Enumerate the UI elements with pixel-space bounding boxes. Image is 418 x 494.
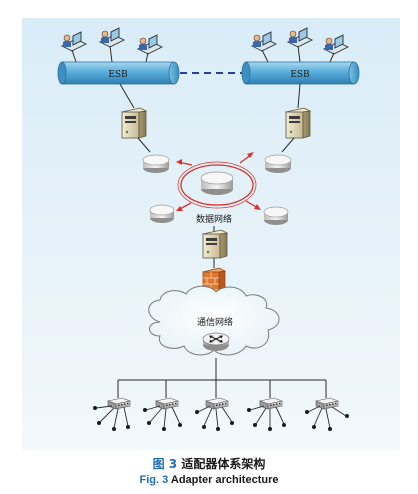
esb-bus-right: ESB: [241, 61, 360, 85]
workstation-icon: [250, 31, 278, 52]
field-device-links: [95, 405, 129, 429]
esb-bus-left: ESB: [57, 61, 180, 85]
server-icon: [120, 107, 148, 139]
field-device-nodes: [195, 410, 234, 431]
workstation-icon: [98, 27, 126, 48]
switch-icon: [314, 397, 340, 410]
field-switch-group: [195, 397, 234, 431]
field-device-nodes: [93, 406, 130, 431]
server-disk-links: [137, 137, 295, 153]
communication-network-label: 通信网络: [197, 316, 233, 328]
figure-number-en: Fig. 3: [139, 474, 169, 486]
esb-label-right: ESB: [290, 70, 310, 80]
field-device-links: [197, 405, 233, 429]
figure-caption-zh: 图 3 适配器体系架构: [0, 455, 418, 472]
field-backbone: [117, 379, 327, 398]
field-switch-group: [247, 397, 286, 431]
field-switch-group: [143, 397, 182, 431]
field-device-links: [307, 405, 347, 429]
field-device-nodes: [305, 410, 349, 431]
switch-icon: [258, 397, 284, 410]
figure-number-zh: 图 3: [152, 457, 178, 471]
router-icon: [202, 332, 230, 351]
field-switch-group: [93, 397, 132, 431]
workstation-group-right: [250, 27, 350, 55]
field-device-nodes: [247, 408, 286, 431]
workstation-icon: [322, 34, 350, 55]
database-icon: [149, 204, 175, 223]
switch-icon: [154, 397, 180, 410]
workstation-icon: [136, 34, 164, 55]
figure-title-zh: 适配器体系架构: [181, 457, 266, 471]
field-device-nodes: [143, 408, 182, 431]
communication-cloud: [148, 285, 280, 356]
switch-icon: [204, 397, 230, 410]
workstation-connectors: [71, 45, 335, 63]
adapter-server-icon: [201, 229, 229, 259]
esb-label-left: ESB: [108, 70, 128, 80]
data-network-label: 数据网络: [196, 213, 232, 225]
database-icon: [264, 154, 292, 173]
switch-icon: [106, 397, 132, 410]
database-icon: [142, 154, 170, 173]
field-device-links: [145, 405, 181, 429]
bus-server-links: [119, 83, 301, 109]
workstation-icon: [286, 27, 314, 48]
figure-title-en: Adapter architecture: [170, 474, 279, 486]
server-icon: [284, 107, 312, 139]
figure-caption-en: Fig. 3 Adapter architecture: [0, 474, 418, 486]
workstation-group-left: [60, 27, 164, 55]
database-icon-central: [200, 171, 234, 195]
database-icon: [263, 206, 289, 225]
orbit-arrowheads: [176, 152, 261, 211]
workstation-icon: [60, 31, 88, 52]
field-switch-group: [305, 397, 349, 431]
field-device-links: [249, 405, 285, 428]
